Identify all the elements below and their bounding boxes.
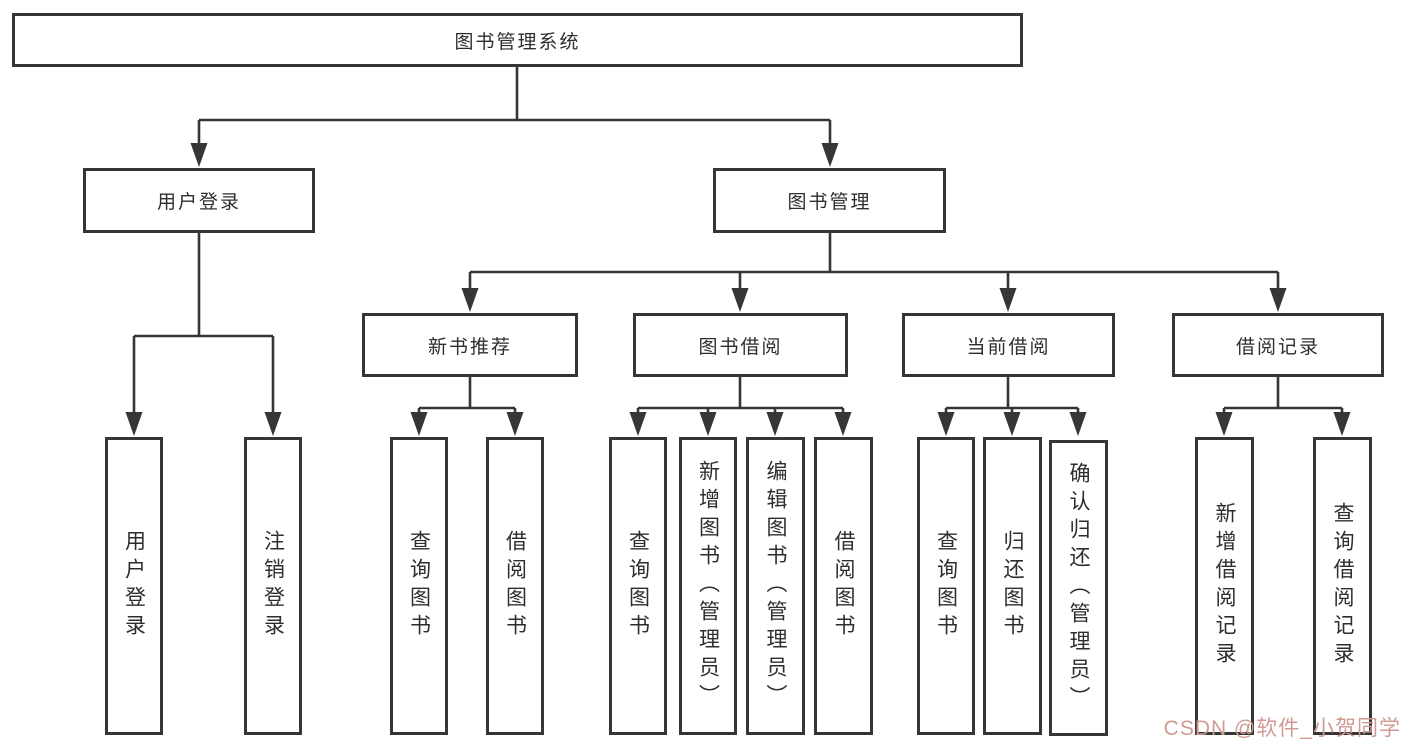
leaf-logout: 注销登录 — [244, 437, 302, 735]
node-label: 新书推荐 — [427, 336, 512, 358]
csdn-watermark: CSDN @软件_小贺同学 — [1163, 717, 1401, 740]
leaf-query-books-current: 查询图书 — [917, 437, 975, 735]
leaf-label: 编辑图书（管理员） — [764, 460, 787, 712]
leaf-query-books-recommend: 查询图书 — [390, 437, 448, 735]
leaf-label: 确认归还（管理员） — [1067, 462, 1090, 714]
node-book-management: 图书管理 — [713, 168, 946, 233]
leaf-label: 新增图书（管理员） — [696, 460, 720, 712]
node-current-borrow: 当前借阅 — [902, 313, 1115, 377]
node-book-borrow: 图书借阅 — [633, 313, 848, 377]
leaf-borrow-books: 借阅图书 — [814, 437, 873, 735]
leaf-query-borrow-record: 查询借阅记录 — [1313, 437, 1372, 735]
node-label: 图书管理 — [787, 192, 872, 213]
node-library-system: 图书管理系统 — [12, 13, 1023, 67]
node-user-login-group: 用户登录 — [83, 168, 315, 233]
leaf-label: 查询图书 — [934, 530, 958, 642]
leaf-label: 归还图书 — [1001, 530, 1024, 642]
node-label: 用户登录 — [156, 192, 241, 213]
leaf-label: 查询图书 — [626, 530, 650, 642]
leaf-user-login: 用户登录 — [105, 437, 163, 735]
node-label: 图书借阅 — [698, 336, 783, 358]
leaf-label: 用户登录 — [122, 530, 146, 642]
node-borrow-records: 借阅记录 — [1172, 313, 1384, 377]
leaf-edit-books-admin: 编辑图书（管理员） — [746, 437, 805, 735]
leaf-add-books-admin: 新增图书（管理员） — [679, 437, 737, 735]
leaf-label: 查询图书 — [407, 530, 431, 642]
leaf-confirm-return-admin: 确认归还（管理员） — [1049, 440, 1108, 736]
leaf-label: 注销登录 — [261, 530, 285, 642]
node-label: 图书管理系统 — [454, 31, 581, 53]
leaf-label: 新增借阅记录 — [1213, 502, 1236, 670]
leaf-label: 借阅图书 — [832, 530, 855, 642]
node-new-book-recommend: 新书推荐 — [362, 313, 578, 377]
leaf-label: 查询借阅记录 — [1331, 502, 1354, 670]
node-label: 借阅记录 — [1235, 336, 1320, 358]
leaf-label: 借阅图书 — [503, 530, 527, 642]
node-label: 当前借阅 — [966, 336, 1051, 358]
leaf-return-books: 归还图书 — [983, 437, 1042, 735]
leaf-query-books-borrow: 查询图书 — [609, 437, 667, 735]
leaf-borrow-books-recommend: 借阅图书 — [486, 437, 544, 735]
leaf-add-borrow-record: 新增借阅记录 — [1195, 437, 1254, 735]
